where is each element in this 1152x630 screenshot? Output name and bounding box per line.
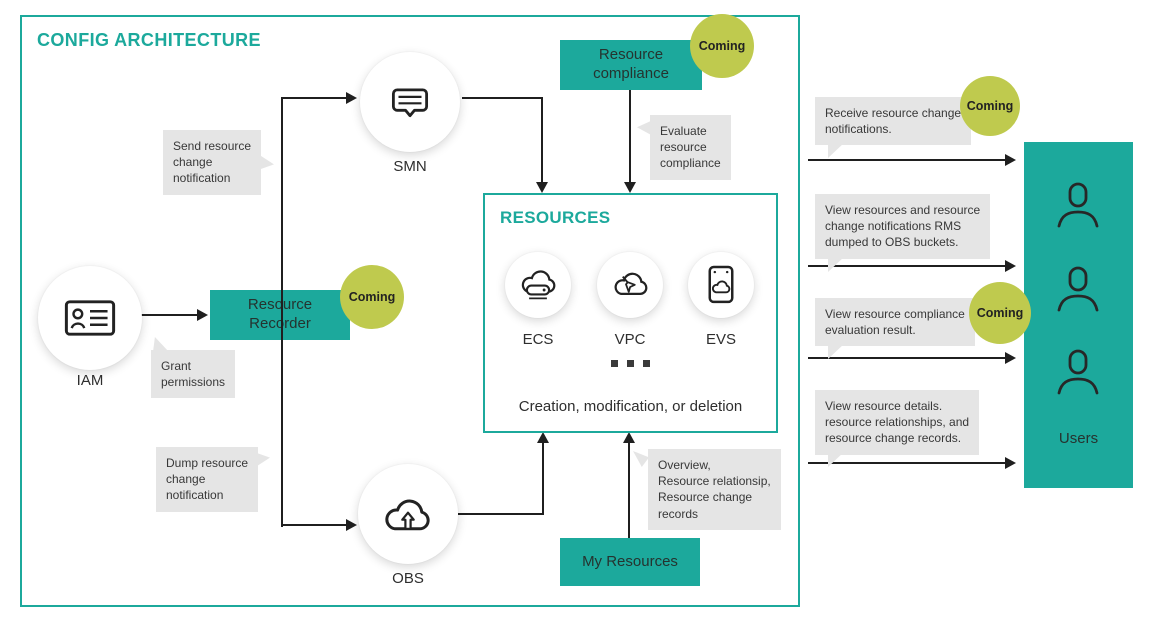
line-branch-to-obs	[281, 524, 347, 526]
compliance-result-coming-badge: Coming	[969, 282, 1031, 344]
line-receive-to-users	[808, 159, 1006, 161]
line-obs-out-vertical	[542, 443, 544, 515]
smn-node	[360, 52, 460, 152]
callout-overview: Overview, Resource relationsip, Resource…	[648, 449, 781, 530]
arrowhead-to-recorder	[197, 309, 208, 321]
obs-label: OBS	[392, 570, 424, 587]
line-compliance-down	[629, 90, 631, 183]
page-title: CONFIG ARCHITECTURE	[37, 30, 261, 50]
compliance-coming-badge: Coming	[690, 14, 754, 78]
ellipsis-icon	[611, 360, 650, 367]
arrowhead-viewresources-to-users	[1005, 260, 1016, 272]
arrowhead-myresources-to-resources	[623, 432, 635, 443]
obs-icon	[385, 499, 430, 530]
callout-dump-notification: Dump resource change notification	[156, 447, 259, 512]
vpc-label: VPC	[614, 331, 646, 348]
line-smn-out-horizontal	[462, 97, 543, 99]
resources-title: RESOURCES	[500, 208, 611, 227]
vpc-icon	[614, 272, 648, 296]
arrowhead-to-smn	[346, 92, 357, 104]
line-obs-out-horizontal	[458, 513, 544, 515]
callout-view-compliance: View resource compliance evaluation resu…	[815, 298, 975, 347]
line-smn-out-vertical	[541, 97, 543, 183]
line-myresources-up	[628, 443, 630, 539]
callout-view-resources: View resources and resource change notif…	[815, 194, 991, 259]
ecs-node	[505, 252, 571, 318]
resource-recorder-box: Resource Recorder	[210, 290, 350, 340]
arrowhead-viewdetails-to-users	[1005, 457, 1016, 469]
line-recorder-trunk	[281, 97, 283, 527]
creation-caption: Creation, modification, or deletion	[518, 398, 743, 415]
ecs-icon	[521, 270, 556, 300]
callout-evaluate-compliance: Evaluate resource compliance	[650, 115, 731, 180]
iam-label: IAM	[76, 372, 104, 389]
obs-node	[358, 464, 458, 564]
my-resources-box: My Resources	[560, 538, 700, 586]
user-icon	[1057, 349, 1099, 395]
architecture-frame	[20, 15, 800, 607]
smn-icon	[391, 88, 429, 118]
arrowhead-obs-to-resources	[537, 432, 549, 443]
arrowhead-smn-to-resources	[536, 182, 548, 193]
callout-send-notification: Send resource change notification	[163, 130, 262, 195]
line-viewcompliance-to-users	[808, 357, 1006, 359]
resource-compliance-box: Resource compliance	[560, 40, 702, 90]
iam-node	[38, 266, 142, 370]
recorder-coming-badge: Coming	[340, 265, 404, 329]
evs-node	[688, 252, 754, 318]
arrowhead-to-obs	[346, 519, 357, 531]
users-panel	[1024, 142, 1133, 488]
line-iam-to-recorder	[138, 314, 198, 316]
callout-grant-permissions: Grant permissions	[151, 350, 236, 399]
smn-label: SMN	[393, 158, 427, 175]
evs-icon	[708, 265, 734, 304]
receive-coming-badge: Coming	[960, 76, 1020, 136]
vpc-node	[597, 252, 663, 318]
user-icon	[1057, 266, 1099, 312]
users-label: Users	[1058, 430, 1099, 447]
line-branch-to-smn	[281, 97, 347, 99]
arrowhead-receive-to-users	[1005, 154, 1016, 166]
line-viewdetails-to-users	[808, 462, 1006, 464]
line-viewresources-to-users	[808, 265, 1006, 267]
ecs-label: ECS	[522, 331, 554, 348]
user-icon	[1057, 182, 1099, 228]
arrowhead-compliance-to-resources	[624, 182, 636, 193]
iam-icon	[64, 300, 116, 336]
callout-receive-notifications: Receive resource change notifications.	[815, 97, 972, 146]
arrowhead-viewcompliance-to-users	[1005, 352, 1016, 364]
callout-view-details: View resource details. resource relation…	[815, 390, 980, 455]
evs-label: EVS	[705, 331, 736, 348]
